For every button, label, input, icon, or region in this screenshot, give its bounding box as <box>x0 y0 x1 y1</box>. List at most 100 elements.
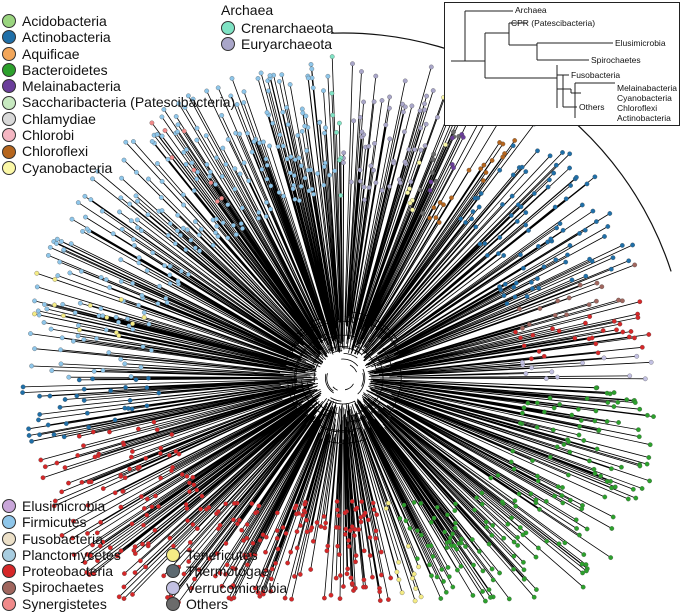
tree-tip <box>341 160 346 166</box>
tree-tip <box>605 400 611 405</box>
tree-tip <box>51 503 57 509</box>
tree-tip <box>245 562 250 568</box>
tree-tip <box>598 473 603 479</box>
tree-tip <box>556 541 562 547</box>
tree-tip <box>82 560 88 565</box>
tree-tip <box>225 202 231 208</box>
tree-tip <box>128 374 134 379</box>
tree-tip <box>156 504 161 509</box>
tree-tip <box>158 445 164 451</box>
tree-tip <box>428 64 434 70</box>
tree-tip <box>617 321 623 327</box>
tree-tip <box>410 207 415 213</box>
tree-tip <box>263 549 268 555</box>
tree-tip <box>437 200 443 205</box>
tree-tip <box>383 122 389 128</box>
tree-tip <box>528 491 534 497</box>
tree-tip <box>335 507 340 513</box>
tree-tip <box>520 325 525 331</box>
tree-tip <box>429 573 434 579</box>
tree-tip <box>119 175 124 181</box>
tree-tip <box>518 335 523 341</box>
tree-tip <box>513 280 519 286</box>
tree-tip <box>118 548 124 554</box>
tree-tip <box>488 595 493 600</box>
tree-tip <box>632 262 638 268</box>
tree-tip <box>460 134 466 140</box>
tree-tip <box>151 419 157 425</box>
tree-tip <box>305 167 311 173</box>
tree-tip <box>620 298 625 304</box>
tree-tip <box>600 328 606 333</box>
tree-tip <box>422 107 427 113</box>
tree-tip <box>601 355 607 361</box>
tree-tip <box>560 227 566 233</box>
tree-tip <box>358 514 364 520</box>
tree-tip <box>633 495 639 501</box>
tree-tip <box>587 458 592 464</box>
legend-swatch <box>2 111 16 126</box>
tree-tip <box>318 524 324 529</box>
tree-tip <box>577 282 583 288</box>
tree-tip <box>116 319 121 325</box>
tree-tip <box>145 543 151 549</box>
tree-tip <box>463 220 468 225</box>
tree-tip <box>141 310 147 315</box>
tree-tip <box>518 252 523 258</box>
tree-tip <box>241 100 247 105</box>
tree-tip <box>131 139 136 144</box>
tree-tip <box>114 553 120 559</box>
tree-tip <box>54 241 59 246</box>
tree-tip <box>223 571 228 577</box>
tree-tip <box>260 572 266 578</box>
tree-tip <box>354 505 360 511</box>
tree-tip <box>140 344 146 350</box>
tree-tip <box>542 409 547 415</box>
tree-tip <box>345 566 351 572</box>
tree-tip <box>366 185 372 190</box>
tree-tip <box>478 166 484 172</box>
legend-swatch <box>166 564 180 579</box>
tree-tip <box>220 220 226 226</box>
tree-tip <box>175 278 181 284</box>
tree-tip <box>362 197 367 203</box>
tree-tip <box>616 297 621 303</box>
tree-tip <box>277 79 282 84</box>
tree-tip <box>430 88 436 93</box>
legend-item: Synergistetes <box>2 596 121 612</box>
tree-tip <box>632 400 638 405</box>
tree-tip <box>176 101 182 106</box>
tree-tip <box>579 506 585 512</box>
tree-tip <box>434 574 440 580</box>
tree-tip <box>509 515 514 521</box>
tree-tip <box>311 191 316 197</box>
tree-tip <box>370 574 375 580</box>
tree-tip <box>567 449 573 455</box>
tree-tip <box>176 451 182 457</box>
tree-tip <box>187 480 192 486</box>
tree-tip <box>523 371 529 376</box>
tree-tip <box>531 594 537 600</box>
tree-tip <box>554 444 560 450</box>
tree-tip <box>342 531 348 537</box>
tree-tip <box>428 519 434 525</box>
legend-item: Actinobacteria <box>2 29 235 45</box>
tree-tip <box>636 434 642 440</box>
legend-swatch <box>166 597 180 612</box>
tree-tip <box>516 491 522 497</box>
tree-tip <box>134 217 140 223</box>
inset-cladogram-lines <box>451 10 615 118</box>
tree-tip <box>431 205 437 210</box>
tree-tip <box>276 190 282 195</box>
tree-tip <box>553 162 559 168</box>
tree-tip <box>578 418 584 423</box>
tree-tip <box>398 180 403 186</box>
tree-tip <box>366 143 372 149</box>
tree-tip <box>477 549 482 554</box>
tree-tip <box>32 346 37 352</box>
tree-tip <box>110 231 116 237</box>
tree-tip <box>122 405 128 411</box>
tree-tip <box>61 434 67 440</box>
tree-tip <box>285 560 290 566</box>
tree-tip <box>514 219 520 224</box>
